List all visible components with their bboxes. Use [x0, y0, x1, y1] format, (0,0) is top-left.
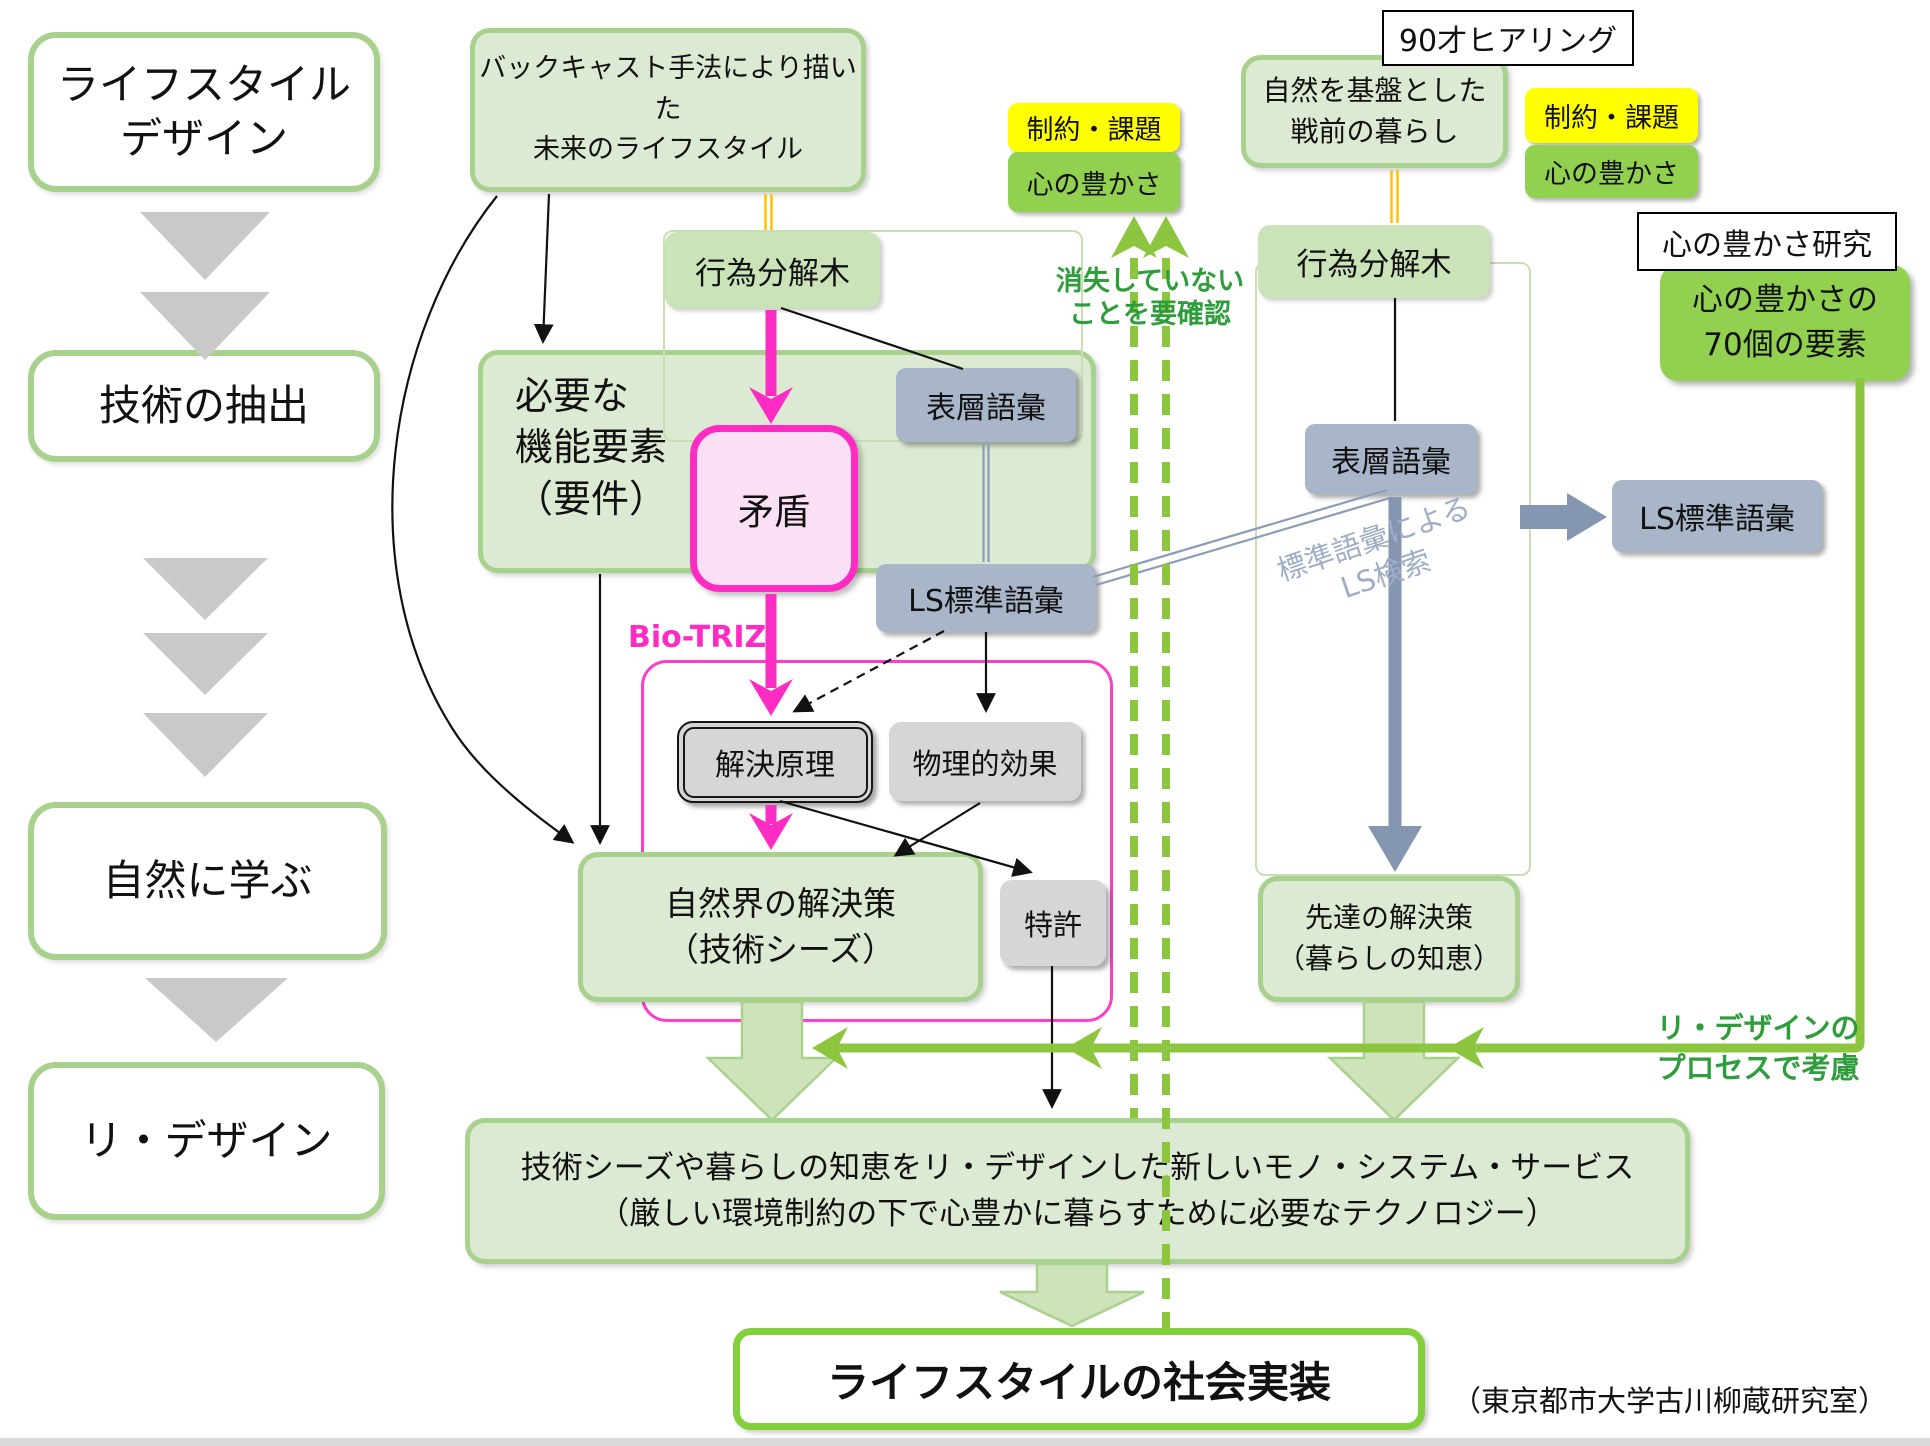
req-line2: 機能要素	[515, 425, 668, 470]
stage-label: リ・デザイン	[80, 1116, 333, 1166]
kokoro70-line2: 70個の要素	[1703, 327, 1867, 363]
arrow-backcast-to-requirements	[533, 193, 554, 344]
check-line1: 消失していない	[1055, 266, 1245, 297]
backcast-future-lifestyle-box: バックキャスト手法により描いた 未来のライフスタイル	[470, 28, 866, 192]
richness-of-heart-tag-right: 心の豊かさ	[1525, 145, 1698, 198]
shizen-line1: 自然界の解決策	[665, 883, 896, 923]
constraint-label: 制約・課題	[1544, 103, 1679, 134]
down-triangle-icon	[145, 978, 288, 1042]
block-arrow-down-icon	[1326, 1000, 1462, 1122]
nature-solution-box: 自然界の解決策 （技術シーズ）	[578, 852, 983, 1002]
green-up-arrow-head-icon	[1111, 216, 1157, 258]
ls-standard-vocabulary-left: LS標準語彙	[876, 564, 1096, 632]
kokoro-research-label-box: 心の豊かさ研究	[1637, 212, 1897, 271]
sendatsu-line1: 先達の解決策	[1304, 901, 1473, 935]
green-arrow-head-icon	[1448, 1027, 1484, 1069]
block-arrow-down-icon	[999, 1262, 1145, 1328]
implementation-label: ライフスタイルの社会実装	[826, 1357, 1331, 1407]
physical-effect-box: 物理的効果	[889, 722, 1081, 801]
required-functional-elements-label: 必要な 機能要素 （要件）	[515, 371, 667, 525]
down-triangle-icon	[143, 713, 268, 777]
constraint-issues-tag-left: 制約・課題	[1008, 103, 1180, 152]
stage-label: 自然に学ぶ	[102, 856, 313, 906]
hyousou-label: 表層語彙	[1331, 445, 1451, 480]
steel-block-arrow-head-icon	[1567, 493, 1607, 541]
req-line3: （要件）	[515, 476, 668, 521]
lab-credit: （東京都市大学古川柳蔵研究室）	[1452, 1384, 1888, 1418]
stage-learn-from-nature: 自然に学ぶ	[28, 802, 387, 960]
constraint-label: 制約・課題	[1026, 115, 1162, 146]
koui-label: 行為分解木	[1296, 247, 1452, 283]
down-triangle-icon	[143, 633, 268, 695]
surface-vocabulary-left: 表層語彙	[896, 368, 1076, 442]
sendatsu-line2: （暮らしの知恵）	[1276, 942, 1501, 975]
stage-label: 技術の抽出	[98, 381, 309, 431]
seventy-elements-box: 心の豊かさの 70個の要素	[1660, 265, 1910, 381]
kokoro-label: 心の豊かさ	[1544, 159, 1679, 190]
mujun-label: 矛盾	[737, 491, 810, 533]
prewar-life-box: 自然を基盤とした 戦前の暮らし	[1241, 55, 1508, 168]
check-not-lost-note: 消失していない ことを要確認	[1038, 266, 1262, 332]
action-decomposition-tree-right: 行為分解木	[1258, 225, 1490, 298]
stage-redesign: リ・デザイン	[28, 1062, 385, 1220]
solution-principle-box: 解決原理	[677, 721, 873, 803]
stage-tech-extraction: 技術の抽出	[28, 350, 380, 462]
patent-box: 特許	[1000, 880, 1106, 966]
action-decomposition-tree-left: 行為分解木	[665, 232, 880, 308]
down-triangle-icon	[140, 212, 270, 280]
tokkyo-label: 特許	[1023, 908, 1082, 942]
green-arrow-head-icon	[1066, 1027, 1102, 1069]
result-line2: （厳しい環境制約の下で心豊かに暮らすために必要なテクノロジー）	[598, 1196, 1557, 1232]
redesign-line2: プロセスで考慮	[1656, 1051, 1860, 1086]
predecessor-solution-box: 先達の解決策 （暮らしの知恵）	[1258, 876, 1520, 1002]
result-technology-box: 技術シーズや暮らしの知恵をリ・デザインした新しいモノ・システム・サービス （厳し…	[465, 1118, 1690, 1264]
ls-std-label: LS標準語彙	[908, 584, 1064, 619]
stage-lifestyle-design: ライフスタイル デザイン	[28, 32, 380, 192]
constraint-issues-tag-right: 制約・課題	[1525, 88, 1698, 143]
kokoro70-line1: 心の豊かさの	[1692, 282, 1878, 319]
kaiketsu-label: 解決原理	[715, 748, 835, 783]
req-line1: 必要な	[515, 374, 630, 418]
window-bottom-edge	[0, 1438, 1930, 1446]
social-implementation-box: ライフスタイルの社会実装	[733, 1328, 1425, 1430]
hearing-90-label-box: 90才ヒアリング	[1382, 10, 1634, 66]
stage-label: デザイン	[119, 114, 288, 163]
redesign-process-note: リ・デザインの プロセスで考慮	[1648, 1008, 1868, 1088]
green-up-arrow-head-icon	[1143, 216, 1189, 258]
hearing-90-label: 90才ヒアリング	[1398, 24, 1618, 59]
down-triangle-icon	[143, 558, 268, 620]
stage-label: ライフスタイル	[56, 60, 351, 110]
result-line1: 技術シーズや暮らしの知恵をリ・デザインした新しいモノ・システム・サービス	[520, 1149, 1635, 1186]
contradiction-box: 矛盾	[690, 425, 858, 592]
backcast-line1: バックキャスト手法により描いた	[479, 53, 857, 125]
ls-standard-vocabulary-right: LS標準語彙	[1612, 480, 1822, 552]
koui-label: 行為分解木	[695, 255, 850, 292]
backcast-line2: 未来のライフスタイル	[533, 134, 803, 166]
bio-triz-label: Bio-TRIZ	[628, 620, 767, 655]
prewar-line2: 戦前の暮らし	[1290, 114, 1459, 148]
redesign-line1: リ・デザインの	[1656, 1011, 1860, 1045]
check-line2: ことを要確認	[1069, 298, 1231, 330]
shizen-line2: （技術シーズ）	[665, 930, 896, 969]
hyousou-label: 表層語彙	[926, 391, 1046, 426]
prewar-line1: 自然を基盤とした	[1262, 73, 1487, 107]
green-arrow-head-icon	[812, 1027, 848, 1069]
surface-vocabulary-right: 表層語彙	[1305, 424, 1477, 494]
butsuri-label: 物理的効果	[912, 746, 1058, 781]
kokoro-research-label: 心の豊かさ研究	[1662, 227, 1872, 263]
kokoro-label: 心の豊かさ	[1026, 169, 1162, 201]
richness-of-heart-tag-left: 心の豊かさ	[1008, 152, 1180, 212]
ls-std-label: LS標準語彙	[1639, 502, 1795, 537]
